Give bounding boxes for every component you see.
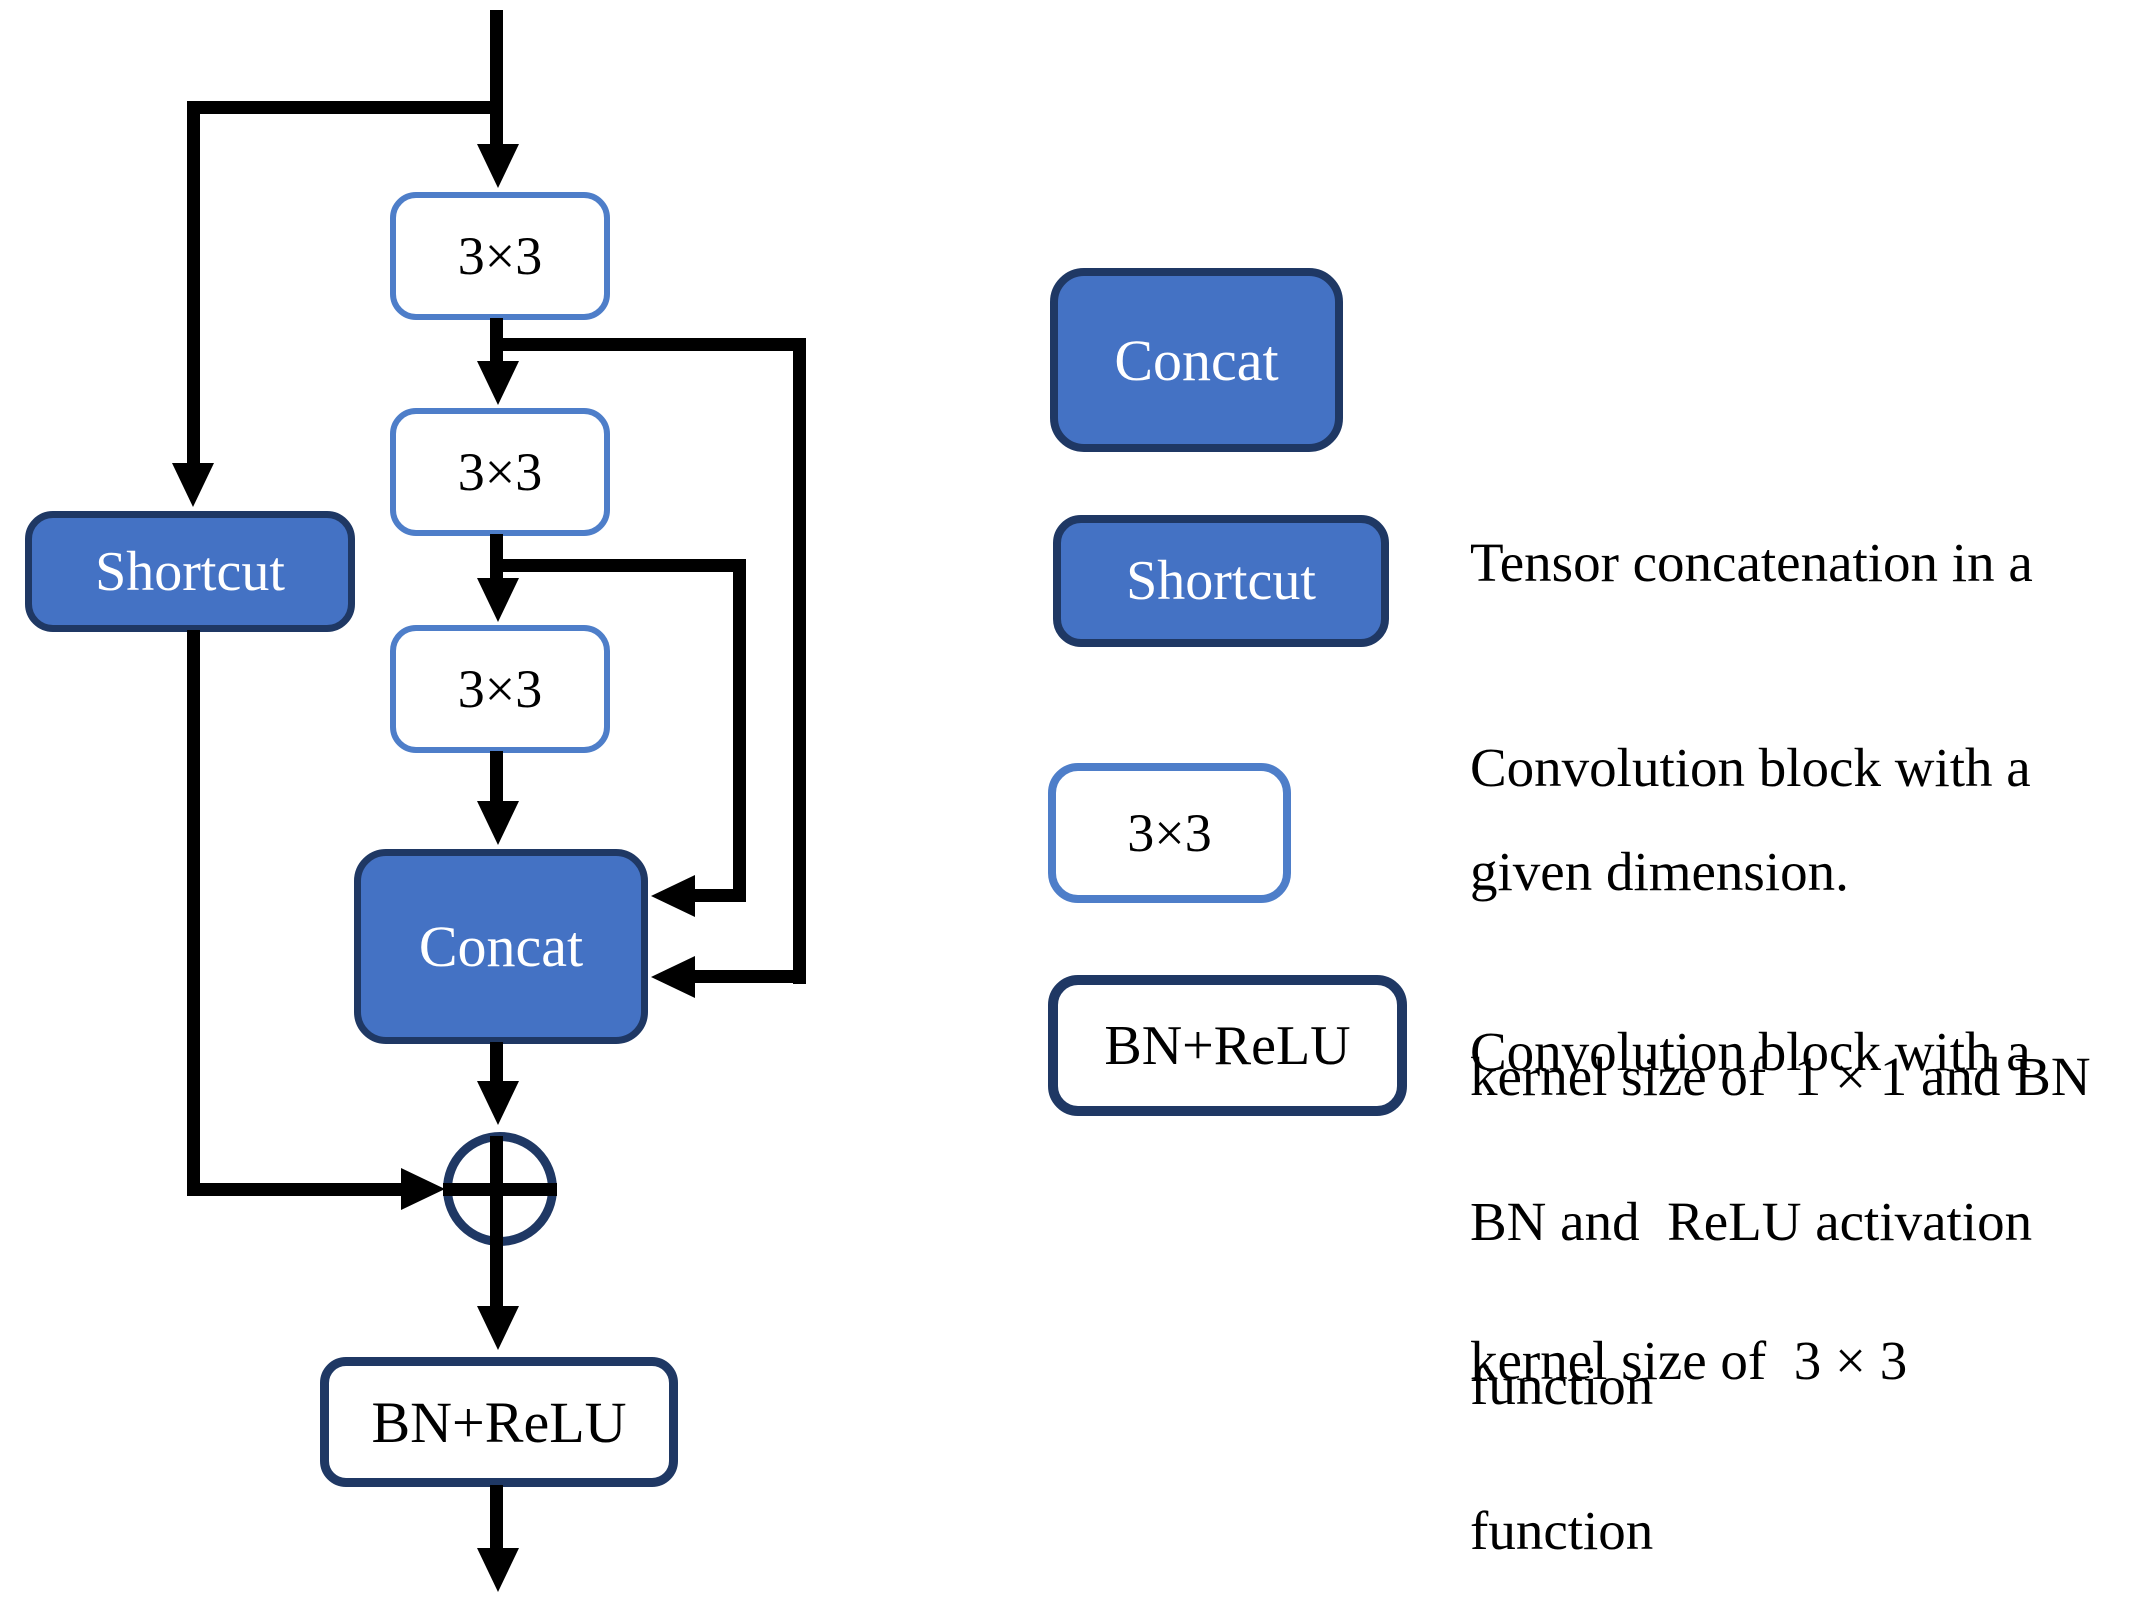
edge-input-vertical (490, 10, 503, 148)
legend-desc-bnrelu: BN and ReLU activation function (1470, 964, 2156, 1603)
conv3x3-block-3: 3×3 (390, 625, 610, 753)
legend-desc-shortcut-line1: Convolution block with a (1470, 737, 2031, 798)
concat-block: Concat (354, 849, 648, 1044)
conv3x3-block-3-label: 3×3 (457, 659, 543, 719)
legend-desc-conv3x3-line2: kernel size of 3 × 3 (1470, 1330, 1908, 1391)
edge-branch2-horizontal (490, 559, 746, 572)
legend-box-bnrelu-label: BN+ReLU (1104, 1014, 1351, 1077)
legend-desc-conv3x3-line1: Convolution block with a (1470, 1021, 2031, 1082)
legend-box-conv3x3-label: 3×3 (1127, 803, 1212, 863)
edge-conv2-conv3 (490, 534, 503, 582)
conv3x3-block-2: 3×3 (390, 408, 610, 536)
bn-relu-block: BN+ReLU (320, 1357, 678, 1487)
arrowhead-into-concat (477, 801, 519, 845)
legend-box-concat: Concat (1050, 268, 1343, 452)
concat-block-label: Concat (418, 914, 584, 979)
add-node-cross-horizontal (443, 1183, 557, 1196)
edge-output-vertical (490, 1485, 503, 1549)
arrowhead-shortcut-into-add (401, 1168, 445, 1210)
legend-desc-shortcut-line3: function (1470, 1355, 1654, 1416)
legend-box-bnrelu: BN+ReLU (1048, 975, 1407, 1116)
legend-box-concat-label: Concat (1114, 327, 1279, 393)
add-node-cross-vertical (490, 1136, 503, 1308)
arrowhead-into-add (477, 1081, 519, 1125)
edge-branch1-into-concat (694, 970, 806, 983)
edge-branch2-vertical (733, 559, 746, 902)
edge-shortcut-down-vertical (187, 630, 200, 1196)
arrowhead-branch1-into-concat (651, 956, 695, 998)
legend-box-shortcut: Shortcut (1053, 515, 1389, 647)
legend-desc-concat-line1: Tensor concatenation in a (1470, 532, 2033, 593)
shortcut-block: Shortcut (25, 511, 355, 632)
edge-branch2-into-concat (694, 889, 746, 902)
edge-branch1-horizontal (490, 338, 806, 351)
legend-desc-concat: Tensor concatenation in a given dimensio… (1470, 305, 2156, 1129)
legend-desc-shortcut-line2: kernel size of 1 × 1 and BN (1470, 1046, 2091, 1107)
legend-desc-shortcut: Convolution block with a kernel size of … (1470, 510, 2156, 1603)
arrowhead-into-conv3 (477, 578, 519, 622)
conv3x3-block-2-label: 3×3 (457, 442, 543, 502)
edge-shortcut-branch-horizontal (187, 101, 503, 114)
edge-shortcut-branch-vertical (187, 101, 200, 469)
arrowhead-into-bnrelu (477, 1306, 519, 1350)
arrowhead-into-shortcut (172, 463, 214, 507)
conv3x3-block-1-label: 3×3 (457, 226, 543, 286)
edge-branch1-vertical (793, 338, 806, 984)
shortcut-block-label: Shortcut (95, 540, 285, 603)
arrowhead-into-conv1 (477, 144, 519, 188)
legend-box-shortcut-label: Shortcut (1126, 550, 1316, 612)
bn-relu-block-label: BN+ReLU (371, 1389, 627, 1455)
arrowhead-branch2-into-concat (651, 875, 695, 917)
edge-concat-add (490, 1042, 503, 1084)
edge-conv3-concat (490, 751, 503, 805)
legend-box-conv3x3: 3×3 (1048, 763, 1291, 903)
legend-desc-concat-line2: given dimension. (1470, 841, 1849, 902)
edge-shortcut-into-add (187, 1183, 401, 1196)
legend-desc-conv3x3: Convolution block with a kernel size of … (1470, 794, 2156, 1603)
legend-desc-bnrelu-line2: function (1470, 1500, 1654, 1561)
arrowhead-into-conv2 (477, 361, 519, 405)
arrowhead-output (477, 1548, 519, 1592)
conv3x3-block-1: 3×3 (390, 192, 610, 320)
legend-desc-bnrelu-line1: BN and ReLU activation (1470, 1191, 2033, 1252)
